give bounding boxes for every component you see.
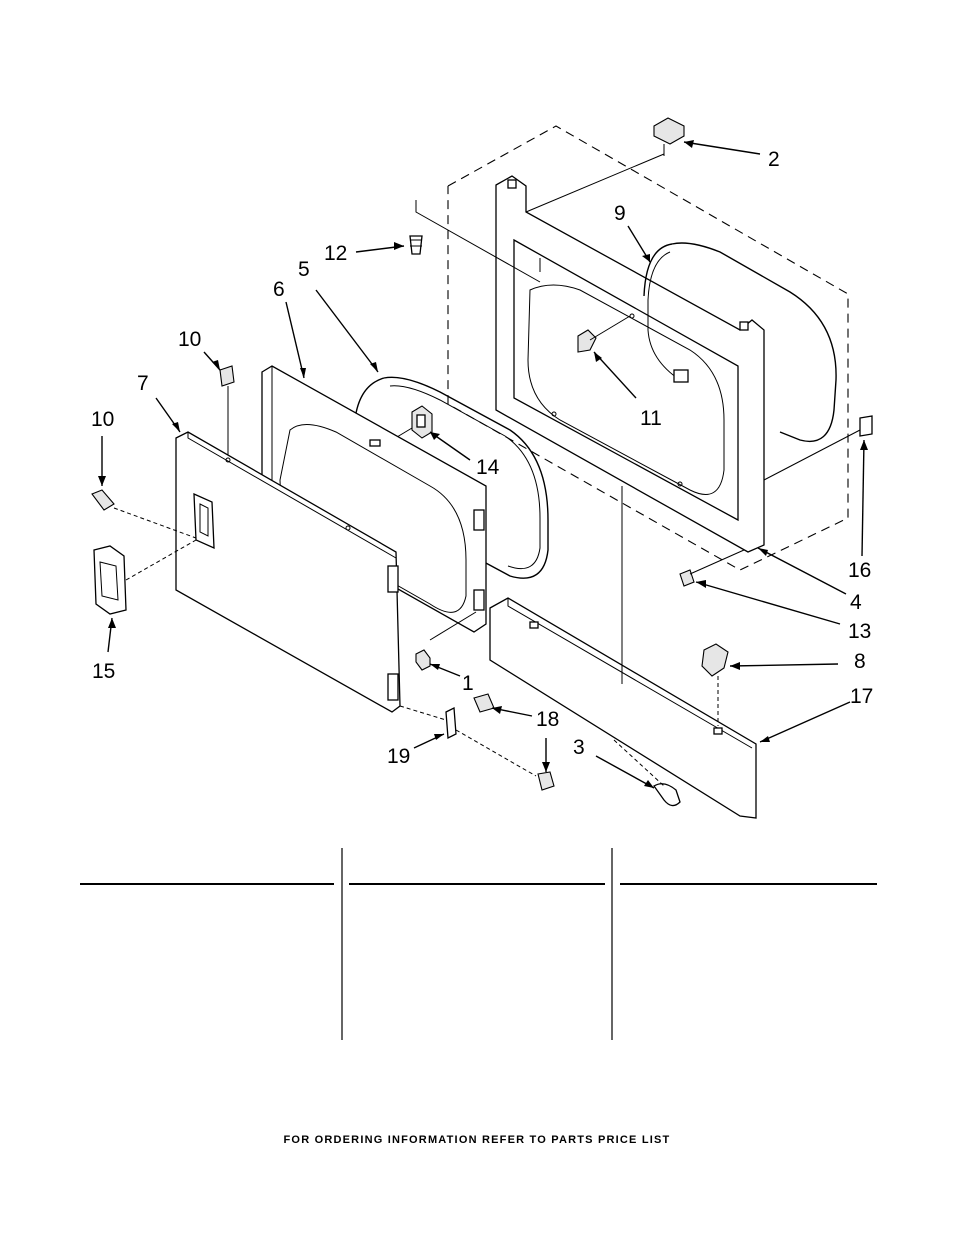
part-12-screw <box>409 200 541 283</box>
callout-7: 7 <box>137 372 149 395</box>
part-7-outer-door <box>175 431 401 713</box>
callout-10-side: 10 <box>91 408 114 431</box>
callout-17: 17 <box>850 685 873 708</box>
callout-15: 15 <box>92 660 115 683</box>
part-10-screw-top <box>219 365 235 455</box>
part-16-bracket <box>859 415 873 437</box>
part-1-bumper <box>415 611 477 671</box>
part-4-front-panel <box>495 153 861 553</box>
callout-5: 5 <box>298 258 310 281</box>
callout-10-top: 10 <box>178 328 201 351</box>
part-19-hinge <box>399 705 537 777</box>
callout-6: 6 <box>273 278 285 301</box>
part-18-screw <box>473 693 495 713</box>
part-11-latch-strike <box>577 315 631 353</box>
part-10-screw-side <box>91 489 197 539</box>
callout-8: 8 <box>854 650 866 673</box>
callout-18: 18 <box>536 708 559 731</box>
callout-12: 12 <box>324 242 347 265</box>
callout-19: 19 <box>387 745 410 768</box>
callout-11: 11 <box>640 407 662 430</box>
part-9-door-seal <box>643 242 837 442</box>
callout-16: 16 <box>848 559 871 582</box>
part-8-clip <box>701 643 729 726</box>
callout-14: 14 <box>476 456 500 479</box>
callout-1: 1 <box>462 672 474 695</box>
part-3-strap <box>613 739 681 807</box>
part-13-screw <box>679 549 745 587</box>
callout-3: 3 <box>573 736 585 759</box>
leader-lines <box>98 140 868 789</box>
callout-labels: 2 9 12 5 6 10 7 10 11 14 15 1 16 4 13 8 … <box>91 148 873 768</box>
ordering-info-note: FOR ORDERING INFORMATION REFER TO PARTS … <box>283 1134 671 1146</box>
part-17-toe-panel <box>489 486 757 819</box>
callout-13: 13 <box>848 620 871 643</box>
part-18-screw-lower <box>537 771 555 791</box>
part-2-clip <box>653 117 685 156</box>
parts-table-grid <box>80 848 877 1040</box>
part-14-catch <box>391 405 433 441</box>
callout-4: 4 <box>850 591 862 614</box>
callout-9: 9 <box>614 202 626 225</box>
part-15-door-handle <box>93 539 197 615</box>
callout-2: 2 <box>768 148 780 171</box>
